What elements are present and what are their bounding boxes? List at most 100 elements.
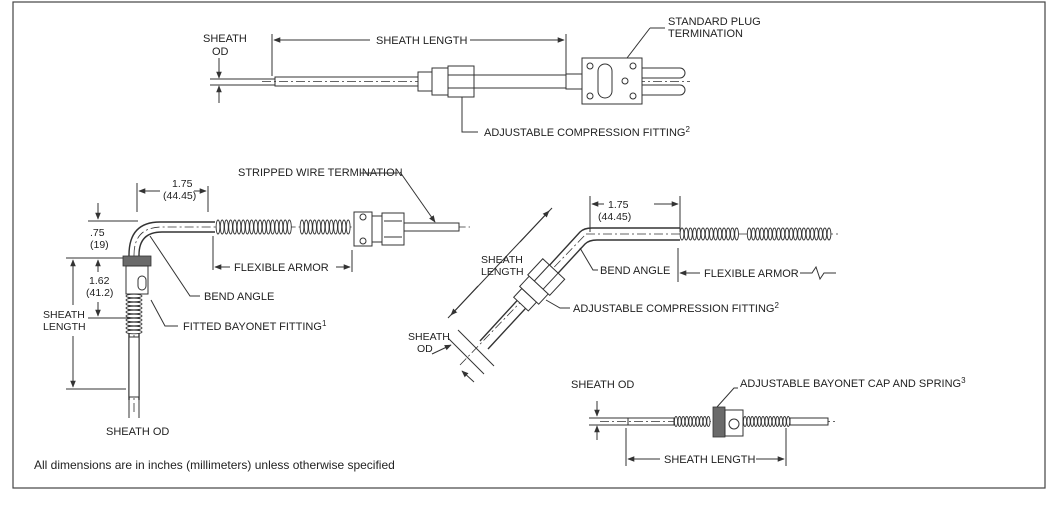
coil-loop (688, 416, 693, 427)
coil-loop (767, 227, 773, 241)
coil-loop (776, 227, 781, 241)
coil-loop (673, 416, 679, 427)
mid-flexible-armor-coils (679, 227, 832, 241)
coil-loop (805, 227, 811, 241)
coil-loop (683, 227, 689, 241)
mid-dim-in: 1.75 (608, 199, 629, 211)
coil-loop (257, 219, 263, 235)
coil-loop (261, 219, 267, 235)
coil-loop (282, 219, 288, 235)
coil-loop (771, 416, 776, 427)
coil-loop (215, 219, 221, 235)
coil-loop (312, 219, 317, 235)
mid-sheath-length-label-2: LENGTH (481, 266, 524, 278)
coil-loop (755, 227, 760, 241)
left-probe-bayonet: 1.75 (44.45) .75 (19) 1.62 (41.2) SHEATH… (43, 167, 470, 438)
coil-loop (677, 416, 682, 427)
coil-loop (345, 219, 351, 235)
coil-loop (730, 227, 735, 241)
coil-loop (782, 416, 787, 427)
coil-loop (232, 219, 238, 235)
coil-loop (725, 227, 731, 241)
coil-loop (709, 227, 714, 241)
spring-loop (125, 309, 143, 315)
spring-loop (125, 305, 143, 311)
coil-loop (768, 416, 773, 427)
coil-loop (266, 219, 271, 235)
br-sheath-length-label: SHEATH LENGTH (664, 454, 756, 466)
plug-termination-label-2: TERMINATION (668, 28, 743, 40)
coil-loop (772, 227, 777, 241)
coil-loop (775, 416, 780, 427)
coil-loop (700, 227, 706, 241)
coil-loop (341, 219, 347, 235)
top-sheath-length-label: SHEATH LENGTH (376, 35, 468, 47)
coil-loop (303, 219, 309, 235)
coil-loop (746, 416, 751, 427)
coil-loop (324, 219, 330, 235)
coil-loop (287, 219, 292, 235)
coil-loop (219, 219, 225, 235)
coil-loop (753, 416, 758, 427)
middle-probe-compression: 1.75 (44.45) SHEATH LENGTH BEND ANGLE (408, 196, 840, 383)
br-cap-label: ADJUSTABLE BAYONET CAP AND SPRING3 (740, 376, 966, 390)
coil-loop (702, 416, 707, 427)
left-dim-c-mm: (41.2) (86, 287, 113, 299)
coil-loop (750, 416, 755, 427)
dimensions-note: All dimensions are in inches (millimeter… (34, 458, 395, 472)
coil-loop (797, 227, 802, 241)
mid-sheath-od-label: SHEATH (408, 331, 450, 343)
mid-dim-mm: (44.45) (598, 211, 631, 223)
left-dim-a-mm: (44.45) (163, 190, 196, 202)
coil-loop (696, 227, 702, 241)
coil-loop (692, 227, 697, 241)
coil-loop (786, 416, 791, 427)
left-bayonet-label: FITTED BAYONET FITTING1 (183, 319, 327, 333)
left-sheath-length-label-2: LENGTH (43, 321, 86, 333)
coil-loop (704, 227, 710, 241)
coil-loop (721, 227, 727, 241)
coil-loop (780, 227, 786, 241)
bottom-right-probe-bayonet-cap: SHEATH OD ADJUSTABLE BAYONET CAP AND SPR… (571, 376, 966, 466)
left-dim-b-in: .75 (90, 227, 105, 239)
mid-bend-angle-label: BEND ANGLE (600, 265, 670, 277)
left-dim-a-in: 1.75 (172, 178, 193, 190)
coil-loop (784, 227, 790, 241)
spring-loop (125, 297, 143, 303)
spring-loop (125, 321, 143, 327)
coil-loop (742, 416, 748, 427)
spring-loop (125, 293, 143, 299)
coil-loop (788, 227, 794, 241)
left-sheath-od-label: SHEATH OD (106, 426, 169, 438)
coil-loop (757, 416, 762, 427)
top-sheath-od-label-2: OD (212, 46, 229, 58)
spring-loop (125, 317, 143, 323)
spring-loop (125, 329, 143, 335)
coil-loop (818, 227, 823, 241)
coil-loop (760, 416, 766, 427)
stripped-wire-label: STRIPPED WIRE TERMINATION (238, 167, 403, 179)
left-bend-angle-label: BEND ANGLE (204, 291, 274, 303)
coil-loop (299, 219, 305, 235)
coil-loop (249, 219, 254, 235)
left-bayonet-spring (125, 293, 143, 335)
plug-termination-label: STANDARD PLUG (668, 16, 761, 28)
coil-loop (228, 219, 233, 235)
left-dim-b-mm: (19) (90, 239, 109, 251)
coil-loop (236, 219, 242, 235)
coil-loop (278, 219, 284, 235)
coil-loop (759, 227, 765, 241)
coil-loop (329, 219, 334, 235)
coil-loop (337, 219, 343, 235)
coil-loop (274, 219, 280, 235)
coil-loop (695, 416, 700, 427)
coil-loop (764, 416, 769, 427)
coil-loop (706, 416, 711, 427)
mid-sheath-od-label-2: OD (417, 343, 433, 355)
top-sheath-od-label: SHEATH (203, 33, 247, 45)
coil-loop (793, 227, 798, 241)
spring-loop (125, 325, 143, 331)
coil-loop (822, 227, 828, 241)
coil-loop (679, 227, 685, 241)
